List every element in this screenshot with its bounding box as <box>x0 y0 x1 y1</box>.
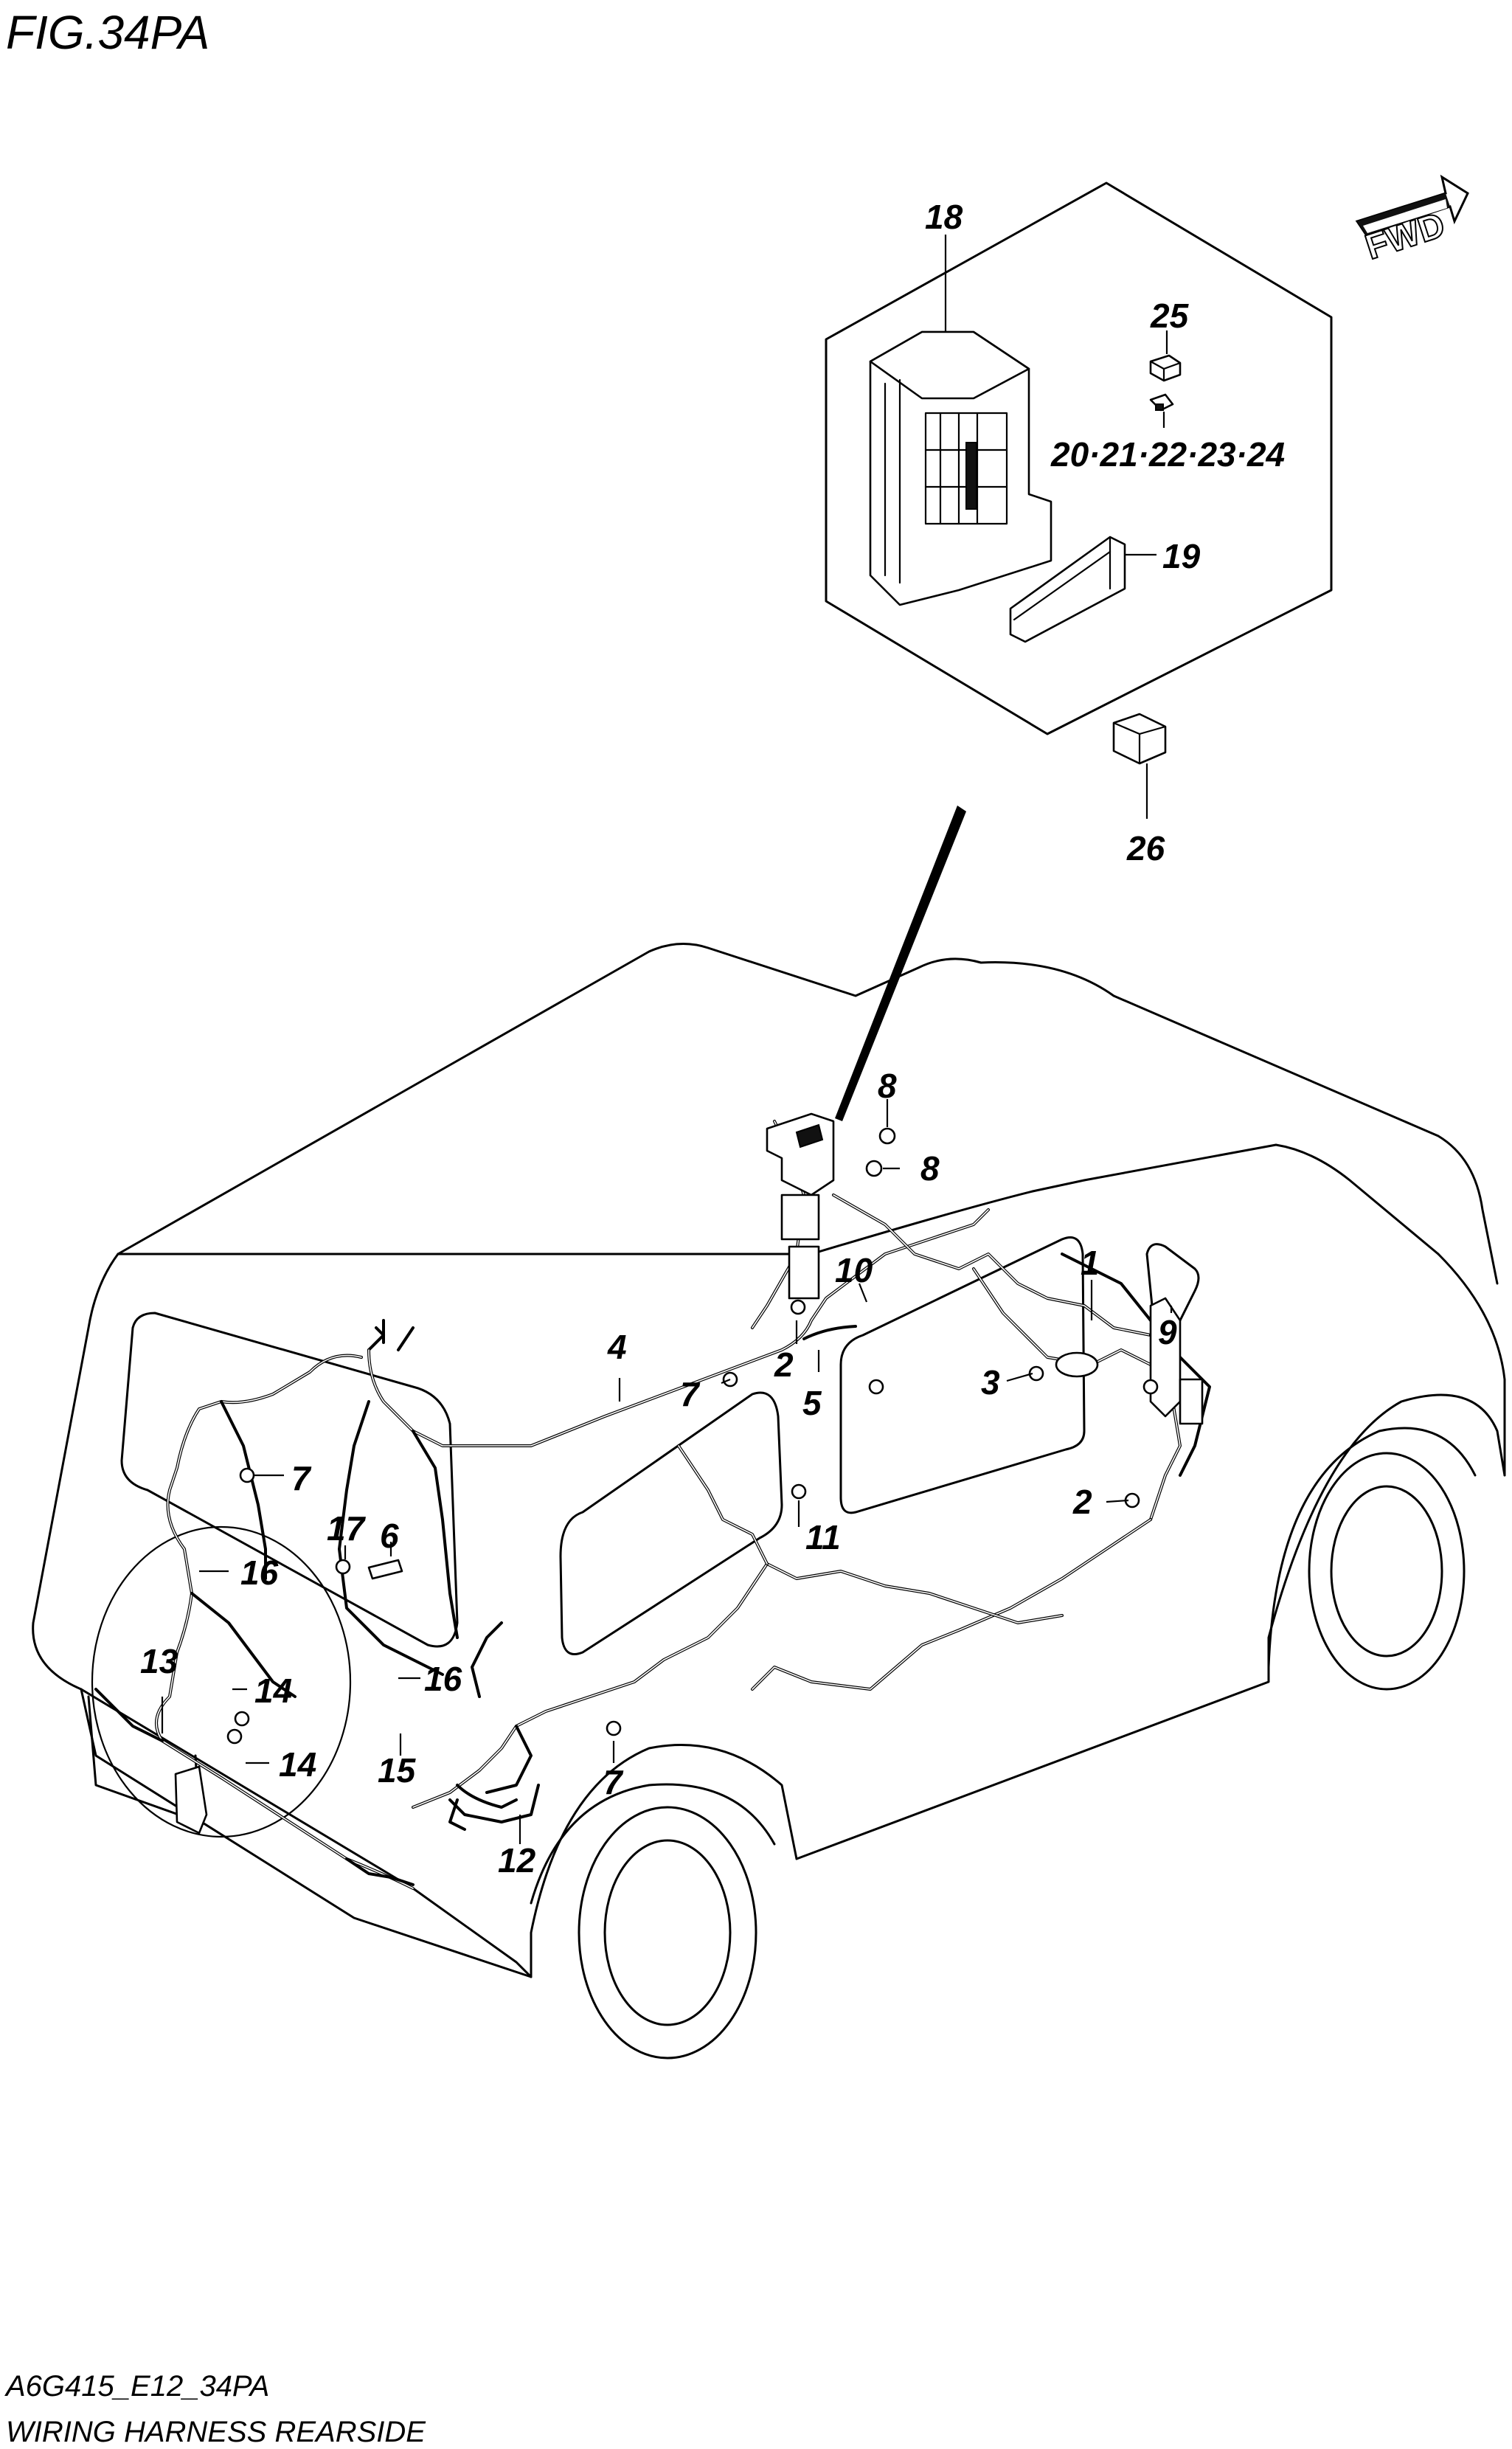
callout-7: 7 <box>680 1375 701 1413</box>
relay-part <box>1112 713 1167 765</box>
leader-lines <box>161 1099 1173 1844</box>
callout-16: 16 <box>240 1553 279 1592</box>
callout-17: 17 <box>327 1509 367 1548</box>
fuse-part <box>1149 393 1174 412</box>
relay-small-part <box>1149 354 1182 382</box>
callout-9: 9 <box>1158 1313 1177 1351</box>
pointer-wedge <box>835 806 966 1121</box>
callout-12: 12 <box>498 1841 536 1880</box>
callout-25: 25 <box>1150 297 1190 335</box>
callout-26: 26 <box>1126 829 1165 867</box>
callout-7: 7 <box>291 1459 312 1497</box>
junction-block-detail <box>825 181 1333 735</box>
callout-19: 19 <box>1162 537 1201 575</box>
figure-title: FIG.34PA <box>6 6 209 59</box>
callout-10: 10 <box>835 1251 873 1289</box>
callout-7: 7 <box>603 1763 624 1801</box>
callout-5: 5 <box>802 1384 822 1422</box>
fwd-arrow-icon: FWD <box>1355 174 1469 268</box>
callout-14: 14 <box>279 1745 316 1784</box>
callout-4: 4 <box>607 1328 627 1366</box>
figure-caption: WIRING HARNESS REARSIDE <box>6 2416 426 2448</box>
callout-labels: 1 2 2 3 4 5 6 7 7 7 8 8 9 10 11 12 13 14… <box>140 198 1285 1880</box>
callout-16: 16 <box>424 1660 462 1698</box>
figure-code: A6G415_E12_34PA <box>4 2370 269 2403</box>
callout-20-24: 20·21·22·23·24 <box>1050 435 1285 474</box>
callout-15: 15 <box>378 1751 417 1790</box>
junction-block-part <box>869 330 1052 606</box>
callout-11: 11 <box>805 1518 841 1556</box>
detail-frame <box>825 181 1333 735</box>
cover-part <box>1009 536 1126 643</box>
callout-18: 18 <box>925 198 963 236</box>
vehicle-body <box>32 943 1506 2060</box>
callout-2: 2 <box>774 1345 794 1384</box>
callout-1: 1 <box>1081 1244 1100 1282</box>
callout-13: 13 <box>140 1642 178 1680</box>
callout-2: 2 <box>1072 1483 1092 1521</box>
connectors <box>174 1112 1204 1835</box>
callout-8: 8 <box>920 1149 940 1188</box>
harness-main <box>94 1120 1211 1890</box>
callout-3: 3 <box>981 1363 1000 1402</box>
bolt-icon <box>226 1299 1159 1745</box>
callout-6: 6 <box>380 1517 399 1555</box>
callout-14: 14 <box>254 1672 292 1710</box>
callout-8: 8 <box>878 1067 897 1105</box>
